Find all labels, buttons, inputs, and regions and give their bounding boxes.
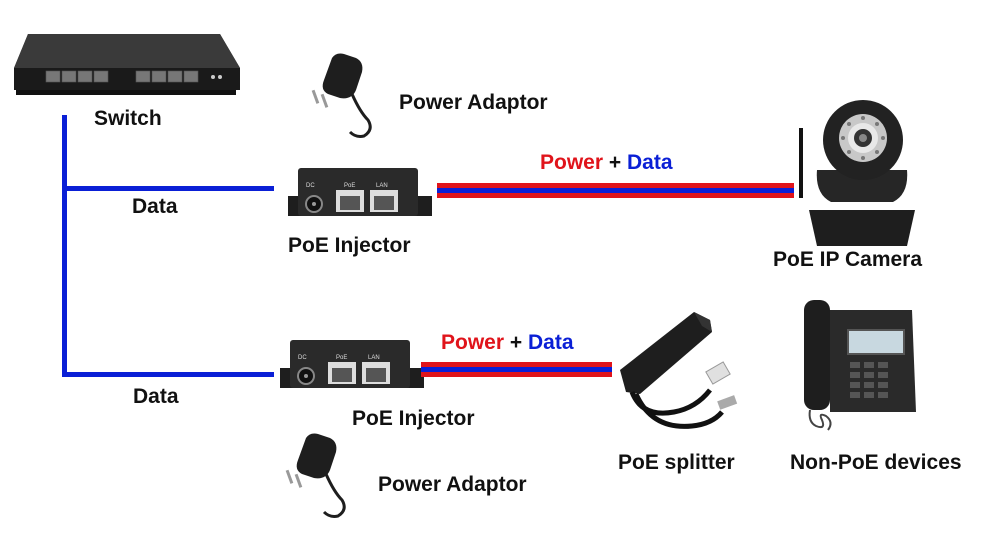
poe-splitter-image (620, 312, 738, 429)
injector-port-lan-1: LAN (376, 183, 388, 189)
poe-injector-label-1: PoE Injector (288, 234, 411, 257)
poe-injector-image-2: DC PoE LAN (280, 340, 424, 388)
plus-sign-2: + (509, 331, 523, 354)
power-word-2: Power (441, 331, 505, 354)
poe-injector-label-2: PoE Injector (352, 407, 475, 430)
plus-sign-1: + (608, 151, 622, 174)
data-wire-branch-1 (62, 186, 274, 191)
data-wire-trunk (62, 115, 67, 377)
injector-port-lan-2: LAN (368, 355, 380, 361)
poe-splitter-label: PoE splitter (618, 451, 735, 474)
injector-port-poe-1: PoE (344, 183, 355, 189)
ip-camera-label: PoE IP Camera (773, 248, 923, 271)
non-poe-device-label: Non-PoE devices (790, 451, 962, 474)
data-wire-branch-2 (62, 372, 274, 377)
power-adaptor-label-2: Power Adaptor (378, 473, 527, 496)
data-label-1: Data (132, 195, 178, 218)
poe-injector-image-1: DC PoE LAN (288, 168, 432, 216)
power-data-cable-1 (437, 183, 794, 198)
injector-port-dc-1: DC (306, 183, 315, 189)
power-adaptor-image-1 (311, 53, 372, 138)
injector-port-poe-2: PoE (336, 355, 347, 361)
power-data-label-2: Power + Data (441, 332, 574, 353)
data-word-2: Data (527, 331, 574, 354)
injector-port-dc-2: DC (298, 355, 307, 361)
data-word-1: Data (626, 151, 673, 174)
power-data-label-1: Power + Data (540, 152, 673, 173)
power-adaptor-label-1: Power Adaptor (399, 91, 548, 114)
data-label-2: Data (133, 385, 179, 408)
switch-image (14, 34, 240, 95)
power-adaptor-image-2 (285, 433, 346, 518)
ip-camera-image (799, 100, 915, 246)
switch-label: Switch (94, 107, 162, 130)
power-data-cable-2 (421, 362, 612, 377)
desk-phone-image (804, 300, 916, 431)
power-word-1: Power (540, 151, 604, 174)
